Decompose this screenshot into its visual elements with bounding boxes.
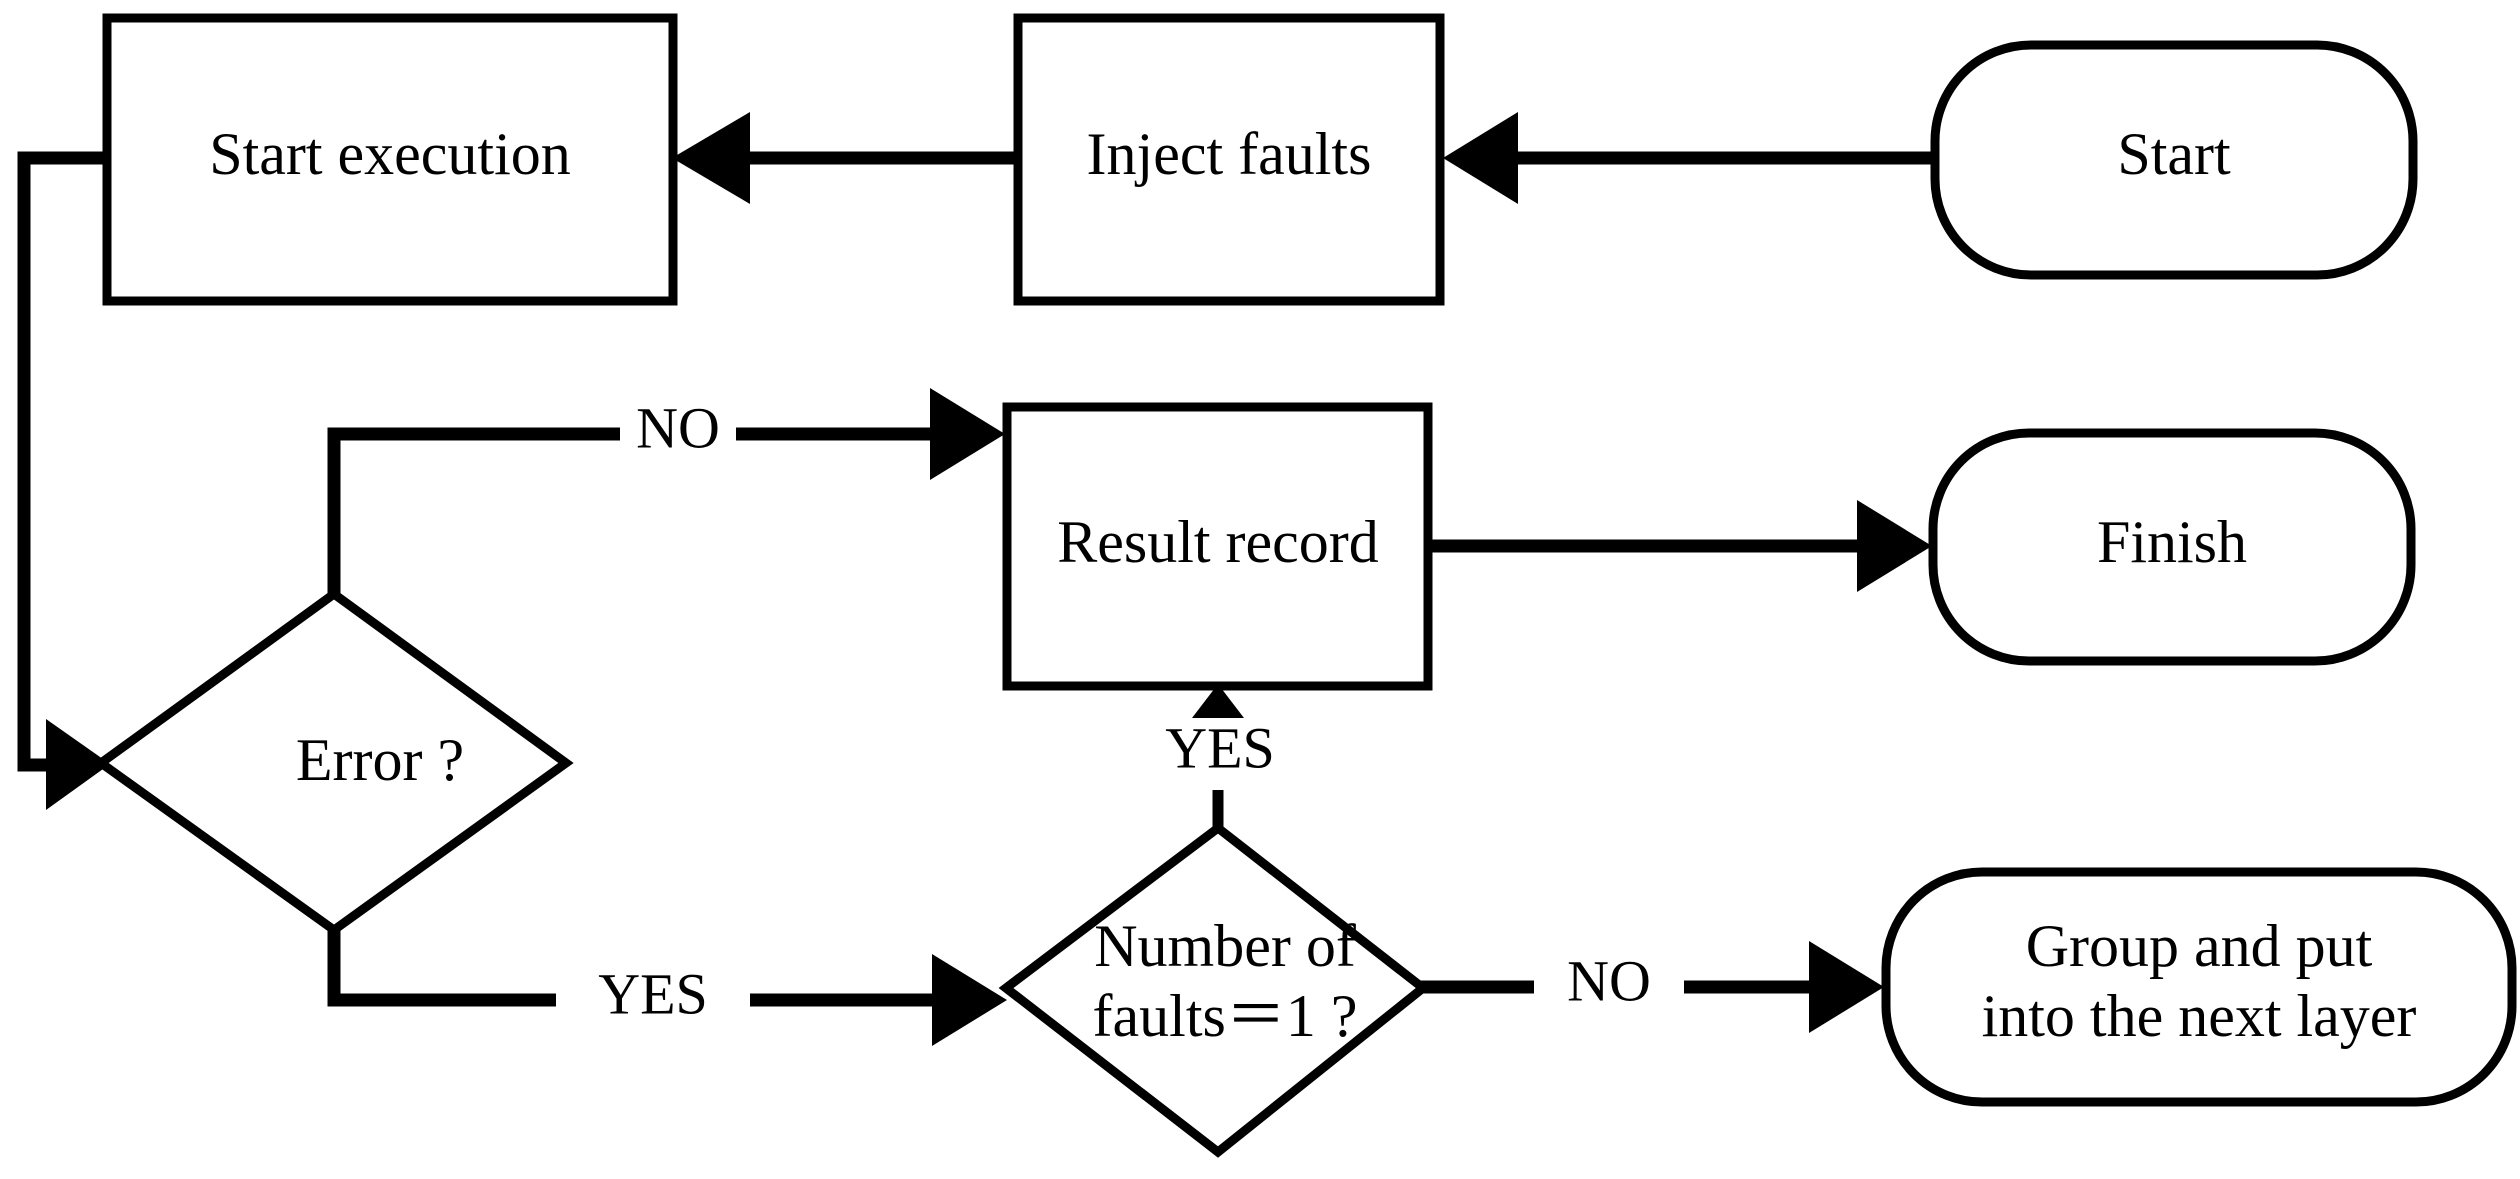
edge-label-yes-error: YES [556,961,750,1036]
arrowhead-right-icon [1809,941,1884,1033]
node-group-next-layer-label-line1: Group and put [2026,913,2373,979]
edge-label-no-count-text: NO [1567,948,1651,1013]
node-error-decision-label: Error ? [296,727,464,793]
edge-error-yes-to-fault-count [327,930,1007,1046]
node-start-label: Start [2117,121,2231,187]
node-finish[interactable]: Finish [1928,428,2416,666]
arrowhead-right-icon [930,388,1005,480]
edge-label-yes-count-text: YES [1165,715,1275,780]
node-inject-faults[interactable]: Inject faults [1013,13,1445,306]
node-inject-faults-label: Inject faults [1087,121,1372,187]
arrowhead-right-icon [932,954,1007,1046]
edge-start-to-inject-faults [1443,112,1935,204]
edge-error-no-to-result-record [327,388,1005,594]
node-start-execution-label: Start execution [209,121,571,187]
edge-fault-count-no-to-group [1420,941,1884,1033]
node-start[interactable]: Start [1930,40,2418,280]
node-start-execution[interactable]: Start execution [102,13,678,306]
node-error-decision[interactable]: Error ? [93,588,574,936]
edge-label-no-count: NO [1534,948,1684,1023]
edge-inject-faults-to-start-execution [672,112,1020,204]
node-fault-count-decision[interactable]: Number of faults＝1 ? [998,822,1431,1158]
arrowhead-left-icon [1443,112,1518,204]
edge-label-no-error: NO [620,395,736,470]
edge-label-yes-error-text: YES [598,961,708,1026]
node-fault-count-decision-label-line1: Number of [1094,913,1356,979]
arrowhead-up-icon [1192,684,1244,718]
arrowhead-right-icon [1857,500,1932,592]
node-group-next-layer-label-line2: into the next layer [1982,983,2417,1049]
edge-start-execution-to-error-decision [17,151,110,810]
arrowhead-right-icon [46,719,110,810]
edge-result-record-to-finish [1428,500,1932,592]
edge-label-yes-count: YES [1125,715,1315,790]
arrowhead-left-icon [672,112,750,204]
edge-label-no-error-text: NO [636,395,720,460]
node-fault-count-decision-label-line2: faults＝1 ? [1093,983,1358,1049]
node-group-next-layer[interactable]: Group and put into the next layer [1881,867,2517,1107]
node-finish-label: Finish [2097,509,2247,575]
node-result-record[interactable]: Result record [1002,402,1433,691]
node-result-record-label: Result record [1057,509,1379,575]
